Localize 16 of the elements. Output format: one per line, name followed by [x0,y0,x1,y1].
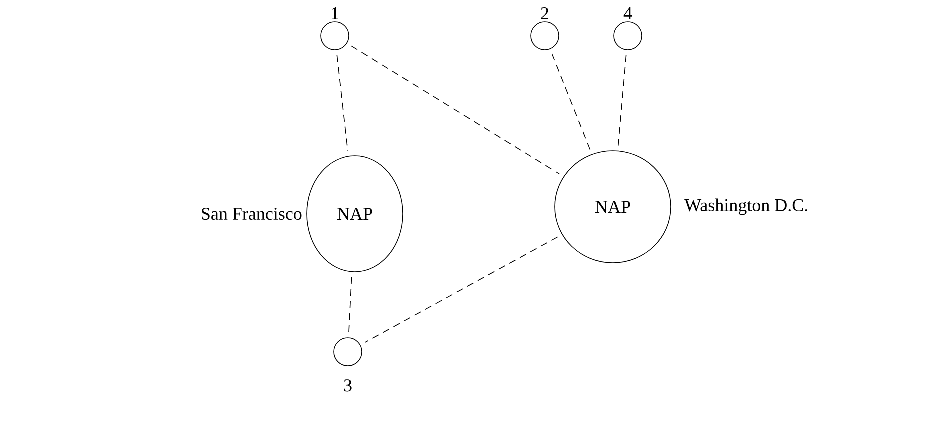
node-label: 4 [624,8,632,20]
node-label: San Francisco [202,208,302,220]
dashed-link [336,54,348,152]
dashed-link [351,46,560,174]
node-label: 3 [344,380,352,392]
node-circle [530,22,560,50]
dashed-link [348,276,352,334]
node-label: Washington D.C. [684,198,808,216]
node-label: 2 [541,7,549,20]
dashed-link [552,54,591,150]
dashed-link [618,54,627,146]
node-circle [614,22,642,50]
node-circle [334,338,362,366]
dashed-link [364,236,558,344]
node-circle [320,22,350,50]
node-label: 1 [332,8,338,20]
